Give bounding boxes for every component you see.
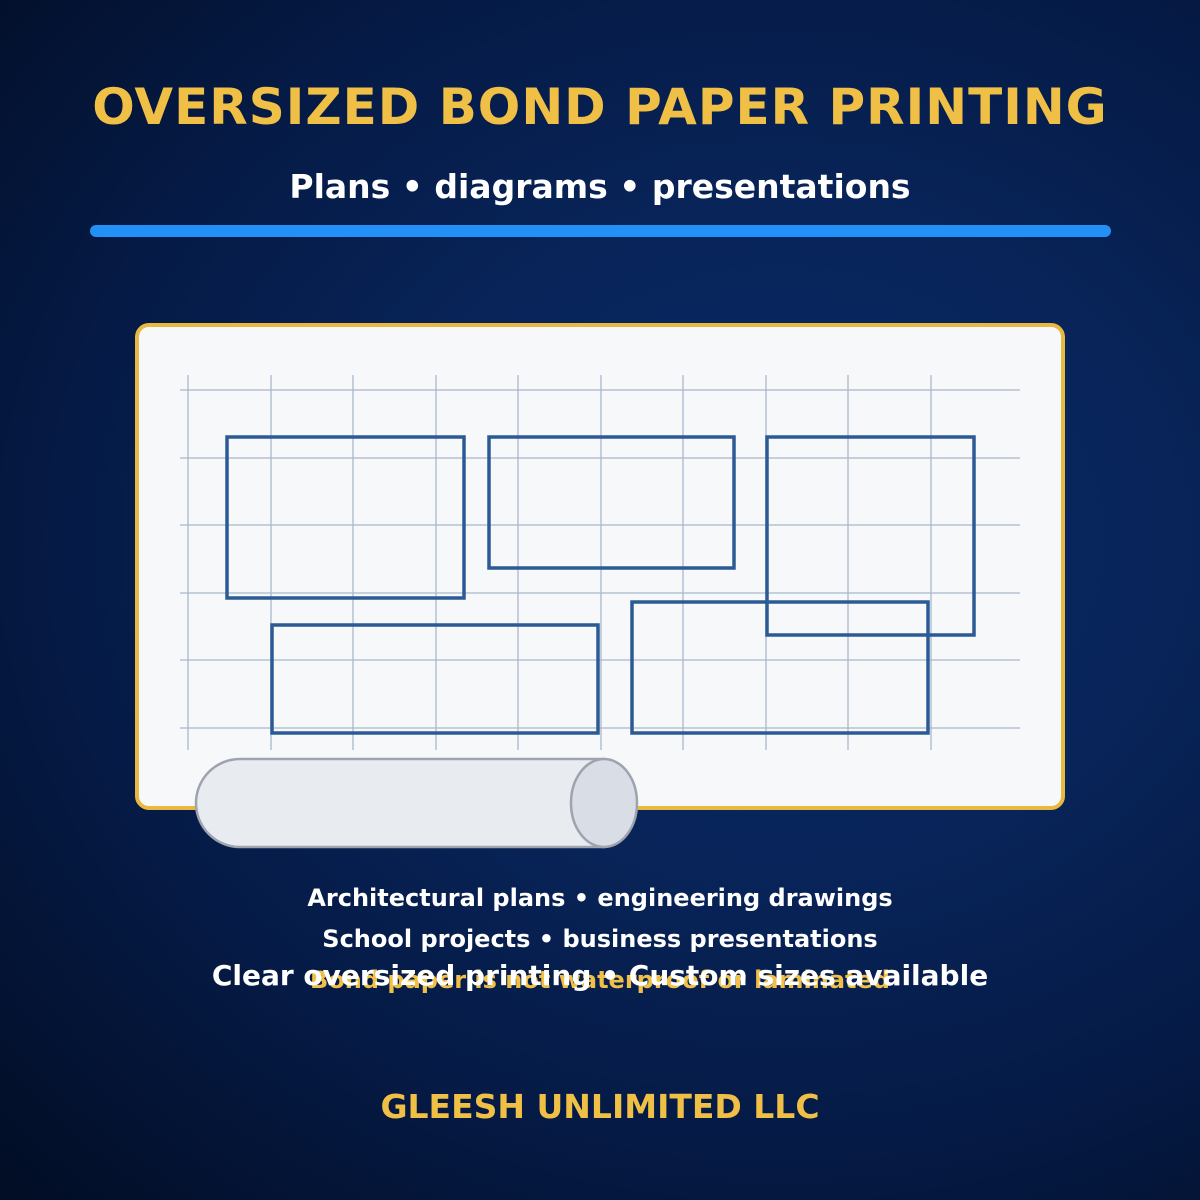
room-outline — [630, 600, 930, 735]
feature-line-plans: Architectural plans • engineering drawin… — [307, 884, 893, 912]
page-subtitle: Plans • diagrams • presentations — [289, 167, 911, 206]
company-name: GLEESH UNLIMITED LLC — [380, 1087, 820, 1126]
paper-roll-icon — [194, 757, 639, 849]
feature-line-projects: School projects • business presentations — [322, 925, 878, 953]
divider-bar — [90, 225, 1111, 237]
disclaimer-text: Bond paper is not waterproof or laminate… — [310, 966, 890, 994]
room-outline — [487, 435, 736, 570]
page-title: OVERSIZED BOND PAPER PRINTING — [92, 78, 1108, 136]
room-outline — [225, 435, 466, 600]
room-outline — [765, 435, 976, 637]
blueprint-illustration — [135, 323, 1065, 849]
feature-line-sizes: Clear oversized printing • Custom sizes … — [211, 959, 989, 992]
room-outline — [270, 623, 600, 735]
plan-rooms — [225, 435, 976, 735]
